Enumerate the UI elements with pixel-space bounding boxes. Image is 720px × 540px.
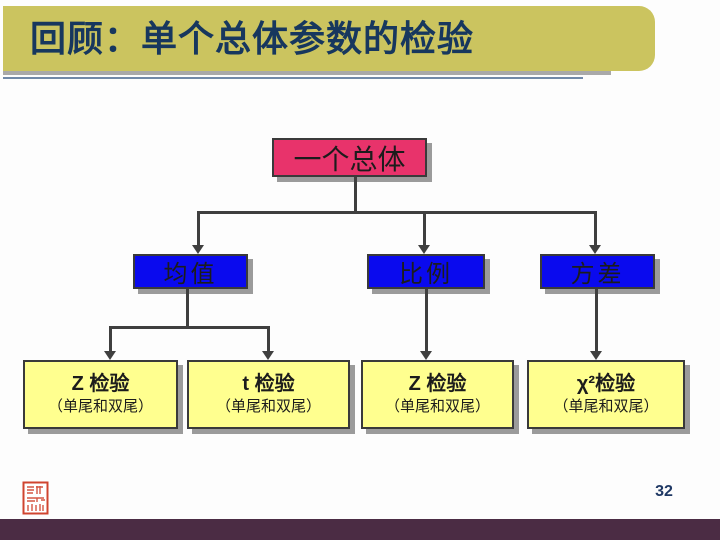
branch-node-variance: 方差	[540, 254, 655, 289]
header-rule-thin	[3, 77, 583, 79]
arrowhead-to-proportion-icon	[418, 245, 430, 254]
leaf-subtitle: （单尾和双尾）	[553, 398, 659, 415]
page-number: 32	[655, 483, 673, 500]
leaf-title: Z 检验	[408, 373, 467, 395]
leaf-title: t 检验	[242, 373, 295, 395]
leaf-node-ttest-mean: t 检验 （单尾和双尾）	[187, 360, 350, 429]
footer-bar	[0, 519, 720, 540]
branch-node-label: 均值	[163, 261, 218, 288]
connector-drop-ttest	[267, 326, 270, 352]
arrowhead-to-ztest2-icon	[420, 351, 432, 360]
connector-level1-bar	[197, 211, 597, 214]
leaf-subtitle: （单尾和双尾）	[47, 398, 153, 415]
arrowhead-to-variance-icon	[589, 245, 601, 254]
leaf-subtitle: （单尾和双尾）	[215, 398, 321, 415]
branch-node-label: 方差	[570, 261, 625, 288]
branch-node-mean: 均值	[133, 254, 248, 289]
leaf-node-ztest-mean: Z 检验 （单尾和双尾）	[23, 360, 178, 429]
connector-drop-variance	[594, 211, 597, 246]
arrowhead-to-ztest1-icon	[104, 351, 116, 360]
connector-drop-ztest2	[425, 289, 428, 352]
connector-drop-chisq	[595, 289, 598, 352]
seal-stamp-icon	[22, 481, 49, 515]
arrowhead-to-mean-icon	[192, 245, 204, 254]
root-node-label: 一个总体	[293, 143, 406, 175]
connector-drop-proportion	[423, 211, 426, 246]
connector-mean-stem	[186, 289, 189, 329]
leaf-subtitle: （单尾和双尾）	[384, 398, 490, 415]
connector-drop-ztest1	[109, 326, 112, 352]
arrowhead-to-ttest-icon	[262, 351, 274, 360]
header-rule-thick	[3, 71, 611, 75]
page-title: 回顾：单个总体参数的检验	[30, 18, 475, 59]
branch-node-label: 比例	[399, 261, 453, 288]
root-node-one-population: 一个总体	[272, 138, 427, 177]
connector-root-stem	[354, 177, 357, 214]
leaf-node-ztest-proportion: Z 检验 （单尾和双尾）	[361, 360, 514, 429]
leaf-title: χ²检验	[576, 373, 636, 395]
branch-node-proportion: 比例	[367, 254, 485, 289]
connector-drop-mean	[197, 211, 200, 246]
leaf-node-chisquare-variance: χ²检验 （单尾和双尾）	[527, 360, 685, 429]
connector-level2-bar	[109, 326, 270, 329]
leaf-title: Z 检验	[71, 373, 130, 395]
header-band: 回顾：单个总体参数的检验	[3, 6, 655, 71]
arrowhead-to-chisq-icon	[590, 351, 602, 360]
